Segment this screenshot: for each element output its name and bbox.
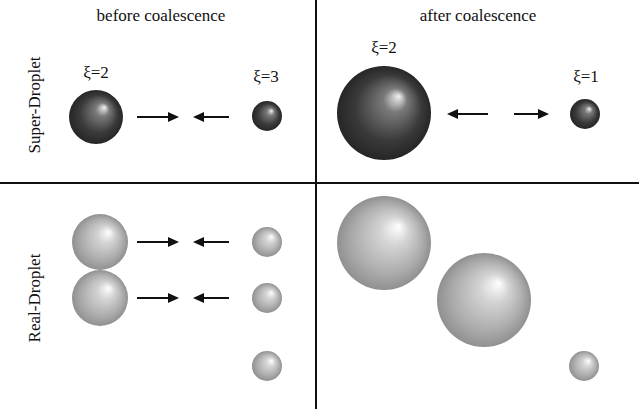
arrow [202, 241, 229, 243]
arrow [202, 297, 229, 299]
arrow [202, 116, 229, 118]
arrowhead [193, 293, 204, 303]
arrowhead [168, 112, 179, 122]
multiplicity-label: ξ=2 [371, 39, 397, 56]
real-droplet [72, 270, 128, 326]
real-droplet [437, 253, 531, 347]
multiplicity-label: ξ=2 [83, 64, 109, 81]
row-heading: Super-Droplet [26, 57, 43, 154]
column-heading: after coalescence [420, 7, 537, 24]
real-droplet [337, 196, 431, 290]
super-droplet [570, 99, 600, 129]
arrow [137, 241, 170, 243]
row-heading: Real-Droplet [26, 254, 43, 343]
multiplicity-label: ξ=1 [573, 68, 599, 85]
arrow [137, 116, 170, 118]
real-droplet [252, 227, 282, 257]
arrowhead [193, 237, 204, 247]
real-droplet [252, 351, 282, 381]
arrow [456, 113, 488, 115]
super-droplet [252, 101, 282, 131]
super-droplet [337, 66, 431, 160]
real-droplet [72, 214, 128, 270]
column-heading: before coalescence [97, 7, 226, 24]
divider-line [0, 182, 639, 184]
arrowhead [538, 109, 549, 119]
arrow [137, 297, 170, 299]
arrowhead [193, 112, 204, 122]
arrow [514, 113, 540, 115]
super-droplet [69, 90, 123, 144]
arrowhead [168, 293, 179, 303]
multiplicity-label: ξ=3 [253, 68, 279, 85]
real-droplet [252, 283, 282, 313]
motion-arrows [137, 109, 549, 303]
arrowhead [168, 237, 179, 247]
arrowhead [447, 109, 458, 119]
real-droplet [569, 351, 599, 381]
divider-line [315, 0, 317, 409]
